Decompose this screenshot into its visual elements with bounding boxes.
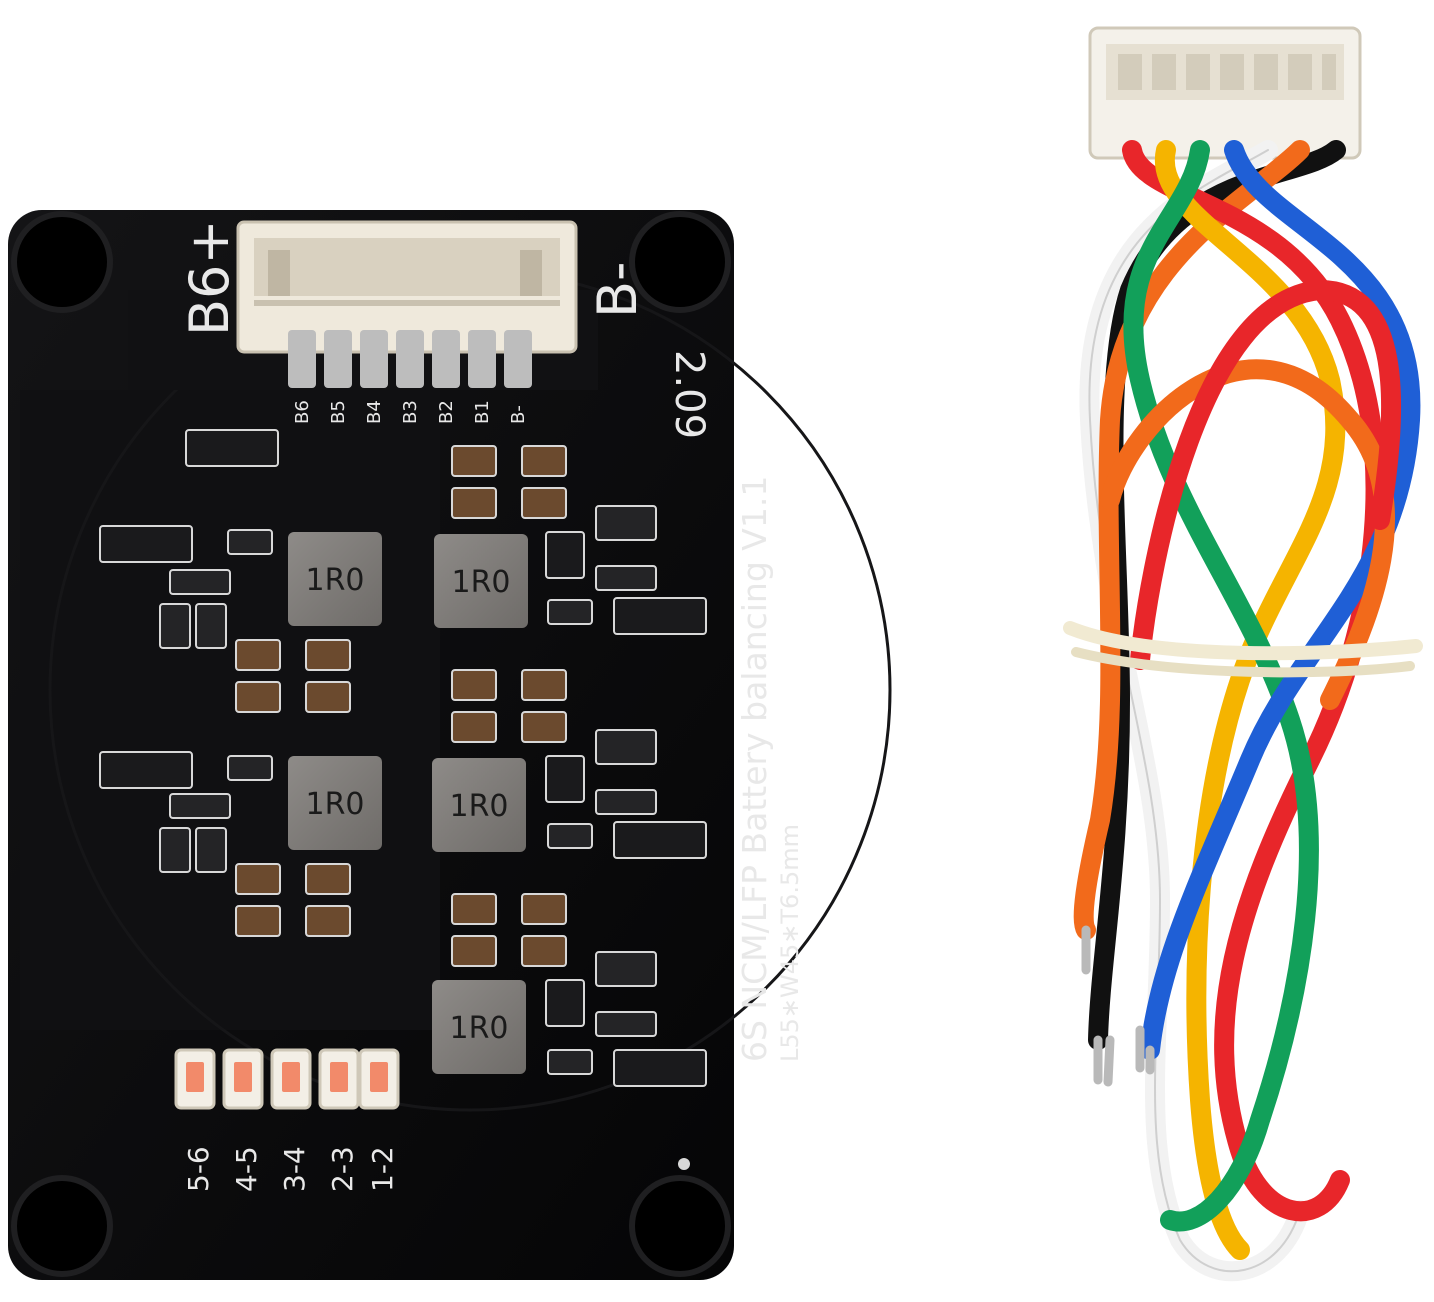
connector-leads: [288, 330, 532, 388]
rubber-band: [1063, 621, 1423, 678]
led-label: 5-6: [182, 1146, 215, 1192]
wire-red-2: [1130, 279, 1402, 670]
led-label: 3-4: [278, 1146, 311, 1192]
svg-text:1R0: 1R0: [449, 1011, 508, 1046]
led-label: 4-5: [230, 1146, 263, 1192]
pin-label: B4: [364, 400, 385, 424]
led-indicator: [270, 1048, 312, 1110]
pcb-board: B6+ B- B6 B5 B4 B3 B2 B1 B- 2.09 6S NCM/…: [8, 210, 892, 1280]
mounting-hole: [11, 1175, 113, 1277]
wire-tips: [1081, 925, 1155, 1087]
copper-pour: [20, 390, 440, 1030]
fiducial-dot: [678, 1158, 690, 1170]
mounting-hole: [629, 211, 731, 313]
pin-label: B-: [508, 405, 529, 424]
board-title: 6S NCM/LFP Battery balancing V1.1: [735, 476, 774, 1062]
led-label: 1-2: [366, 1146, 399, 1192]
pin-label: B2: [436, 400, 457, 424]
led-indicators: [174, 1048, 400, 1110]
mounting-hole: [629, 1175, 731, 1277]
board-dimensions: L55∗W45∗T6.5mm: [776, 824, 804, 1062]
inductor: 1R0: [434, 534, 528, 628]
inductor: 1R0: [432, 758, 526, 852]
inductor: 1R0: [288, 756, 382, 850]
led-label: 2-3: [326, 1146, 359, 1192]
inductor: 1R0: [432, 980, 526, 1074]
connector-label-positive: B6+: [178, 219, 241, 336]
inductor: 1R0: [288, 532, 382, 626]
pin-label: B5: [328, 400, 349, 424]
date-code: 2.09: [666, 350, 712, 439]
board-connector: [236, 220, 578, 354]
wire-orange-2: [1100, 359, 1395, 710]
wire-blue: [1140, 140, 1421, 1060]
wire-yellow: [1154, 140, 1346, 1260]
cable-connector-housing: [1088, 26, 1362, 160]
svg-text:1R0: 1R0: [449, 789, 508, 824]
smd-resistors: [159, 505, 657, 1075]
led-indicator: [358, 1048, 400, 1110]
led-indicator: [222, 1048, 264, 1110]
pin-labels: B6 B5 B4 B3 B2 B1 B-: [292, 400, 529, 424]
connector-label-negative: B-: [586, 261, 649, 318]
pin-label: B6: [292, 400, 313, 424]
svg-text:1R0: 1R0: [451, 565, 510, 600]
smd-transistors: [99, 429, 707, 1087]
capacitor-array: [235, 445, 567, 967]
pin-label: B1: [472, 400, 493, 424]
svg-text:1R0: 1R0: [305, 563, 364, 598]
led-labels: 5-6 4-5 3-4 2-3 1-2: [182, 1146, 399, 1192]
mounting-hole: [11, 211, 113, 313]
led-indicator: [318, 1048, 360, 1110]
led-indicator: [174, 1048, 216, 1110]
pin-label: B3: [400, 400, 421, 424]
svg-text:1R0: 1R0: [305, 787, 364, 822]
balance-cable: [1063, 26, 1423, 1282]
wire-white-edge: [1088, 149, 1301, 1273]
